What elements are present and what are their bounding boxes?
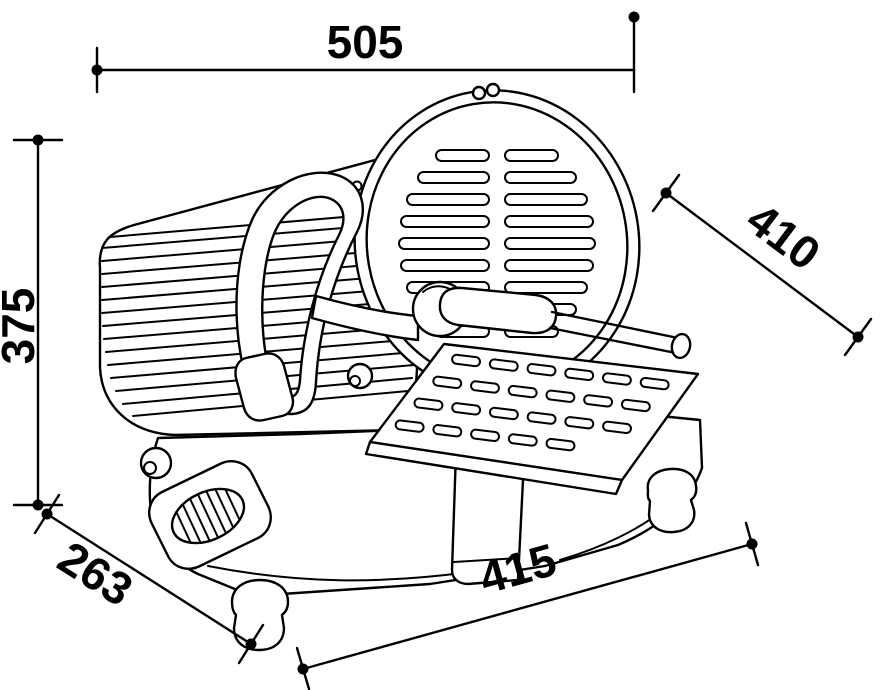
tray-bumper — [346, 362, 374, 390]
dimension-label-left-height: 375 — [0, 288, 44, 365]
right-foot — [646, 467, 698, 534]
rod-end-cap — [670, 332, 692, 360]
column-foot-line — [453, 557, 520, 563]
knob-shaft-end — [143, 461, 157, 475]
dimension-dot — [32, 134, 44, 146]
push-rod — [548, 310, 680, 355]
arm-tube — [310, 294, 420, 342]
dimension-dot — [852, 331, 864, 343]
dimension-right-depth: 410 — [651, 173, 873, 357]
tray-bumper-end — [349, 375, 361, 387]
carriage-tray — [346, 342, 700, 496]
dimension-line — [664, 191, 860, 339]
dimension-left-height: 375 — [0, 134, 64, 511]
dimension-dot — [91, 64, 103, 76]
handle-grip — [234, 352, 295, 422]
carriage-column — [450, 450, 526, 586]
knob-shaft — [139, 446, 173, 480]
dimension-dot — [32, 499, 44, 511]
dimension-dot — [297, 663, 309, 675]
dimension-dot — [41, 508, 53, 520]
dimension-dot — [746, 538, 758, 550]
thickness-knob — [139, 446, 272, 570]
carriage-arm — [310, 280, 692, 360]
column-outline — [450, 450, 526, 586]
dimension-label-top-width: 505 — [327, 16, 404, 68]
dimension-line — [45, 512, 253, 646]
dimension-line — [301, 542, 754, 671]
tray-drain-slots — [394, 353, 670, 452]
base-crease — [207, 565, 471, 582]
front-left-foot — [230, 578, 290, 652]
dimension-label-front-left-depth: 263 — [49, 531, 142, 616]
blade-top-nub — [471, 85, 487, 101]
dimension-label-right-depth: 410 — [737, 192, 830, 280]
blade-top-nub2 — [485, 82, 501, 98]
dimension-dot — [660, 187, 672, 199]
dimension-dot — [628, 11, 640, 23]
knob-ribbed-dial — [170, 487, 246, 545]
feet — [230, 467, 698, 652]
dimension-dot — [245, 638, 257, 650]
dimension-top-width: 505 — [91, 11, 640, 94]
press-handle — [234, 171, 365, 422]
tray-front-lip — [364, 440, 624, 496]
arm-cylinder — [438, 286, 558, 335]
